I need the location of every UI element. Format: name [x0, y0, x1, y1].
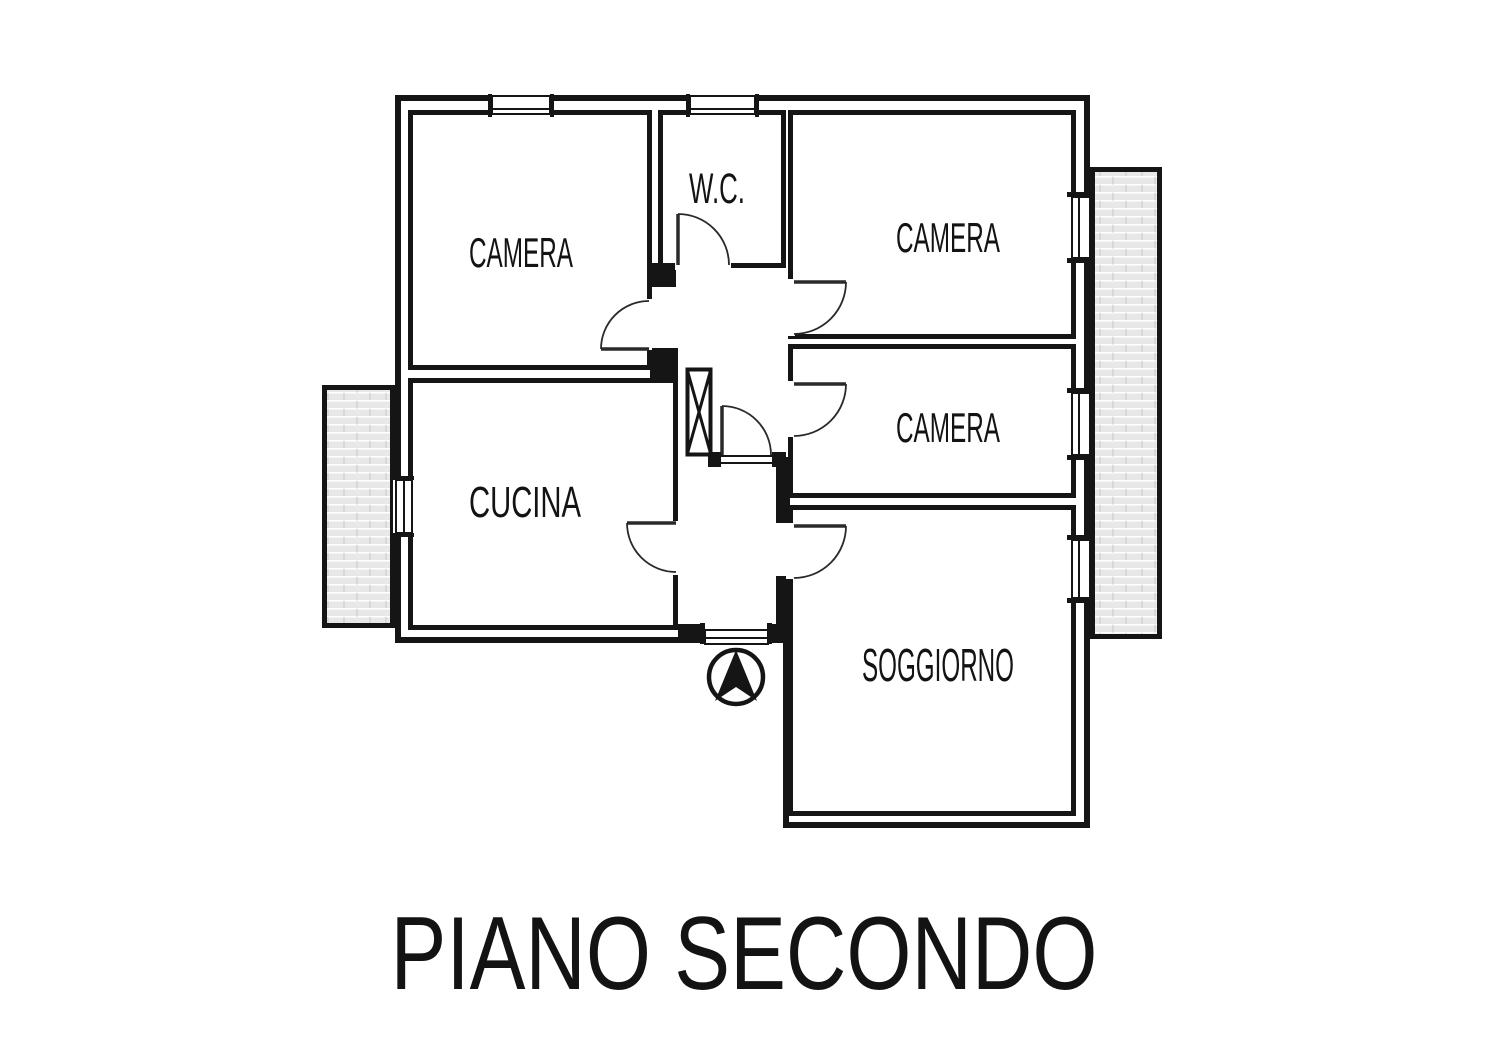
label-wc: W.C. [689, 165, 745, 213]
label-soggiorno: SOGGIORNO [862, 639, 1014, 691]
wall-stub [650, 263, 676, 287]
shaft-cross-icon [685, 367, 713, 457]
balcony-right [1090, 167, 1162, 639]
room-labels: CAMERA W.C. CAMERA CAMERA CUCINA SOGGIOR… [469, 165, 1014, 691]
room-soggiorno [788, 505, 1076, 816]
label-camera-top-right: CAMERA [896, 214, 1000, 261]
north-arrow-icon [706, 647, 766, 707]
label-cucina: CUCINA [469, 478, 581, 527]
wall-stub [776, 576, 790, 626]
label-camera-top-left: CAMERA [469, 229, 573, 276]
doors [600, 213, 847, 579]
door-openings [643, 261, 795, 579]
room-camera-top-left [408, 110, 652, 370]
wall-stub [776, 457, 790, 523]
windows [393, 92, 1091, 647]
outer-wall [395, 95, 1090, 828]
balcony-left [322, 385, 395, 628]
floor-title: PIANO SECONDO [391, 896, 1098, 1012]
room-camera-top-right [788, 110, 1076, 339]
label-camera-middle-right: CAMERA [896, 404, 1000, 451]
wall-stub [650, 348, 678, 382]
room-walls [408, 110, 1076, 816]
